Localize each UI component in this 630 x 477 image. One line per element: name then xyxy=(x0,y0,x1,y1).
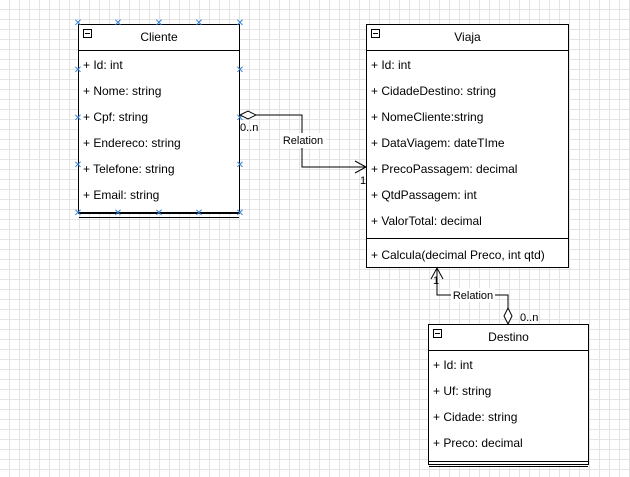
attribute-cidade[interactable]: + Cidade: string xyxy=(433,410,518,424)
resize-handle[interactable]: ✕ xyxy=(73,160,83,171)
attribute-cidade-destino[interactable]: + CidadeDestino: string xyxy=(371,84,497,98)
class-header[interactable]: Cliente xyxy=(79,25,239,51)
resize-handle[interactable]: ✕ xyxy=(73,65,83,76)
label-background xyxy=(280,133,326,148)
class-viaja[interactable]: Viaja + Id: int + CidadeDestino: string … xyxy=(366,24,569,268)
attribute-id[interactable]: + Id: int xyxy=(371,58,411,72)
attribute-nome-cliente[interactable]: + NomeCliente:string xyxy=(371,110,484,124)
attribute-id[interactable]: + Id: int xyxy=(433,358,473,372)
relation-label: Relation xyxy=(453,290,493,302)
arrow-head-icon xyxy=(430,266,444,280)
resize-handle[interactable]: ✕ xyxy=(235,160,245,171)
attribute-telefone[interactable]: + Telefone: string xyxy=(83,162,175,176)
relation-destino-viaja[interactable]: Relation 0..n 1 xyxy=(430,266,538,326)
attribute-nome[interactable]: + Nome: string xyxy=(83,84,162,98)
relation-cliente-viaja[interactable]: Relation 0..n 1 xyxy=(238,110,368,187)
source-multiplicity: 0..n xyxy=(520,312,538,324)
resize-handle[interactable]: ✕ xyxy=(73,18,83,29)
attribute-preco[interactable]: + Preco: decimal xyxy=(433,436,523,450)
methods-separator xyxy=(367,238,568,239)
attribute-cpf[interactable]: + Cpf: string xyxy=(83,110,149,124)
attribute-uf[interactable]: + Uf: string xyxy=(433,384,492,398)
resize-handle[interactable]: ✕ xyxy=(235,113,245,124)
resize-handle[interactable]: ✕ xyxy=(194,208,204,219)
attribute-valor-total[interactable]: + ValorTotal: decimal xyxy=(371,214,482,228)
label-background xyxy=(451,288,495,302)
resize-handle[interactable]: ✕ xyxy=(154,208,164,219)
resize-handle[interactable]: ✕ xyxy=(235,208,245,219)
class-destino[interactable]: Destino + Id: int + Uf: string + Cidade:… xyxy=(428,324,589,467)
methods-separator xyxy=(429,461,588,462)
aggregation-diamond-icon xyxy=(238,110,258,120)
class-name: Destino xyxy=(488,330,529,344)
resize-handle[interactable]: ✕ xyxy=(235,18,245,29)
source-multiplicity: 0..n xyxy=(240,122,258,134)
methods-section xyxy=(429,462,588,467)
class-header[interactable]: Destino xyxy=(429,325,588,351)
methods-section xyxy=(79,213,239,218)
resize-handle[interactable]: ✕ xyxy=(73,208,83,219)
target-multiplicity: 1 xyxy=(433,275,439,287)
relation-label: Relation xyxy=(283,135,323,147)
class-cliente[interactable]: Cliente + Id: int + Nome: string + Cpf: … xyxy=(78,24,240,218)
attribute-email[interactable]: + Email: string xyxy=(83,188,160,202)
attribute-data-viagem[interactable]: + DataViagem: dateTIme xyxy=(371,136,505,150)
attribute-preco-passagem[interactable]: + PrecoPassagem: decimal xyxy=(371,162,518,176)
class-header[interactable]: Viaja xyxy=(367,25,568,51)
class-name: Viaja xyxy=(454,30,481,44)
methods-separator xyxy=(79,212,239,213)
arrow-head-icon xyxy=(354,160,368,174)
resize-handle[interactable]: ✕ xyxy=(113,208,123,219)
attribute-id[interactable]: + Id: int xyxy=(83,58,123,72)
aggregation-diamond-icon xyxy=(503,306,513,326)
target-multiplicity: 1 xyxy=(360,175,366,187)
collapse-icon[interactable] xyxy=(433,329,442,338)
resize-handle[interactable]: ✕ xyxy=(113,18,123,29)
resize-handle[interactable]: ✕ xyxy=(73,113,83,124)
collapse-icon[interactable] xyxy=(83,29,92,38)
resize-handle[interactable]: ✕ xyxy=(154,18,164,29)
resize-handle[interactable]: ✕ xyxy=(194,18,204,29)
attribute-qtd-passagem[interactable]: + QtdPassagem: int xyxy=(371,188,477,202)
method-calcula[interactable]: + Calcula(decimal Preco, int qtd) xyxy=(371,248,545,262)
attribute-endereco[interactable]: + Endereco: string xyxy=(83,136,181,150)
resize-handle[interactable]: ✕ xyxy=(235,65,245,76)
collapse-icon[interactable] xyxy=(371,29,380,38)
class-name: Cliente xyxy=(140,30,178,44)
